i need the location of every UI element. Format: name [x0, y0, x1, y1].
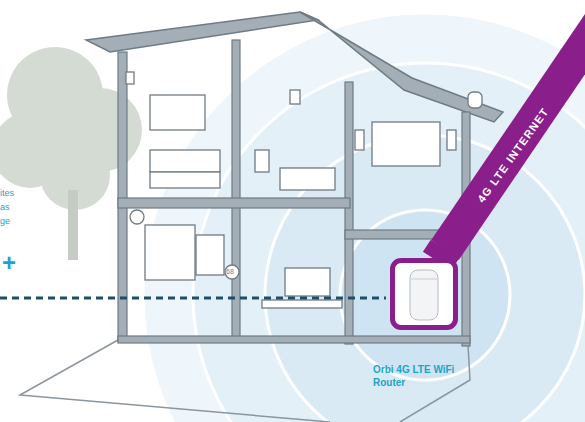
- speaker: [290, 90, 300, 104]
- bed-base: [150, 172, 220, 188]
- coverage-ring: [340, 210, 510, 380]
- monitor: [285, 268, 330, 296]
- speaker: [447, 130, 456, 150]
- desk: [262, 300, 342, 308]
- plus-sign: +: [2, 250, 16, 276]
- speaker: [255, 150, 269, 172]
- side-text: 68: [226, 267, 234, 276]
- walls: [118, 40, 470, 346]
- dashed-link: [0, 297, 386, 300]
- band-fill: [431, 0, 585, 260]
- picture-frame: [150, 95, 205, 130]
- roof: [86, 12, 318, 52]
- side-text: ites: [0, 188, 14, 199]
- tv: [372, 122, 440, 166]
- tree-trunk: [68, 190, 78, 260]
- sofa: [280, 168, 335, 190]
- router-body: [410, 270, 438, 320]
- router-label: Orbi 4G LTE WiFi Router: [373, 363, 463, 389]
- router-icon: [395, 263, 453, 325]
- light: [130, 210, 144, 224]
- speaker: [126, 72, 134, 84]
- coverage-ring: [143, 13, 585, 422]
- side-text: as: [0, 202, 10, 213]
- fridge: [145, 225, 195, 280]
- side-text: ge: [0, 216, 10, 227]
- speaker: [355, 130, 364, 150]
- floor-slab: [118, 336, 470, 343]
- router-box: Orbi 4G LTE WiFi Router: [390, 258, 458, 330]
- thermostat: [225, 265, 239, 279]
- roof: [300, 12, 503, 122]
- wall: [345, 82, 353, 344]
- floor-slab: [118, 198, 350, 208]
- internet-band: 4G LTE INTERNET: [440, 40, 585, 250]
- camera: [468, 92, 482, 108]
- router-top-line: [411, 279, 437, 280]
- oven: [196, 235, 224, 275]
- coverage-ring: [265, 135, 585, 422]
- floor-outline: [400, 345, 470, 422]
- bed: [150, 150, 220, 172]
- floor-outline: [20, 340, 330, 422]
